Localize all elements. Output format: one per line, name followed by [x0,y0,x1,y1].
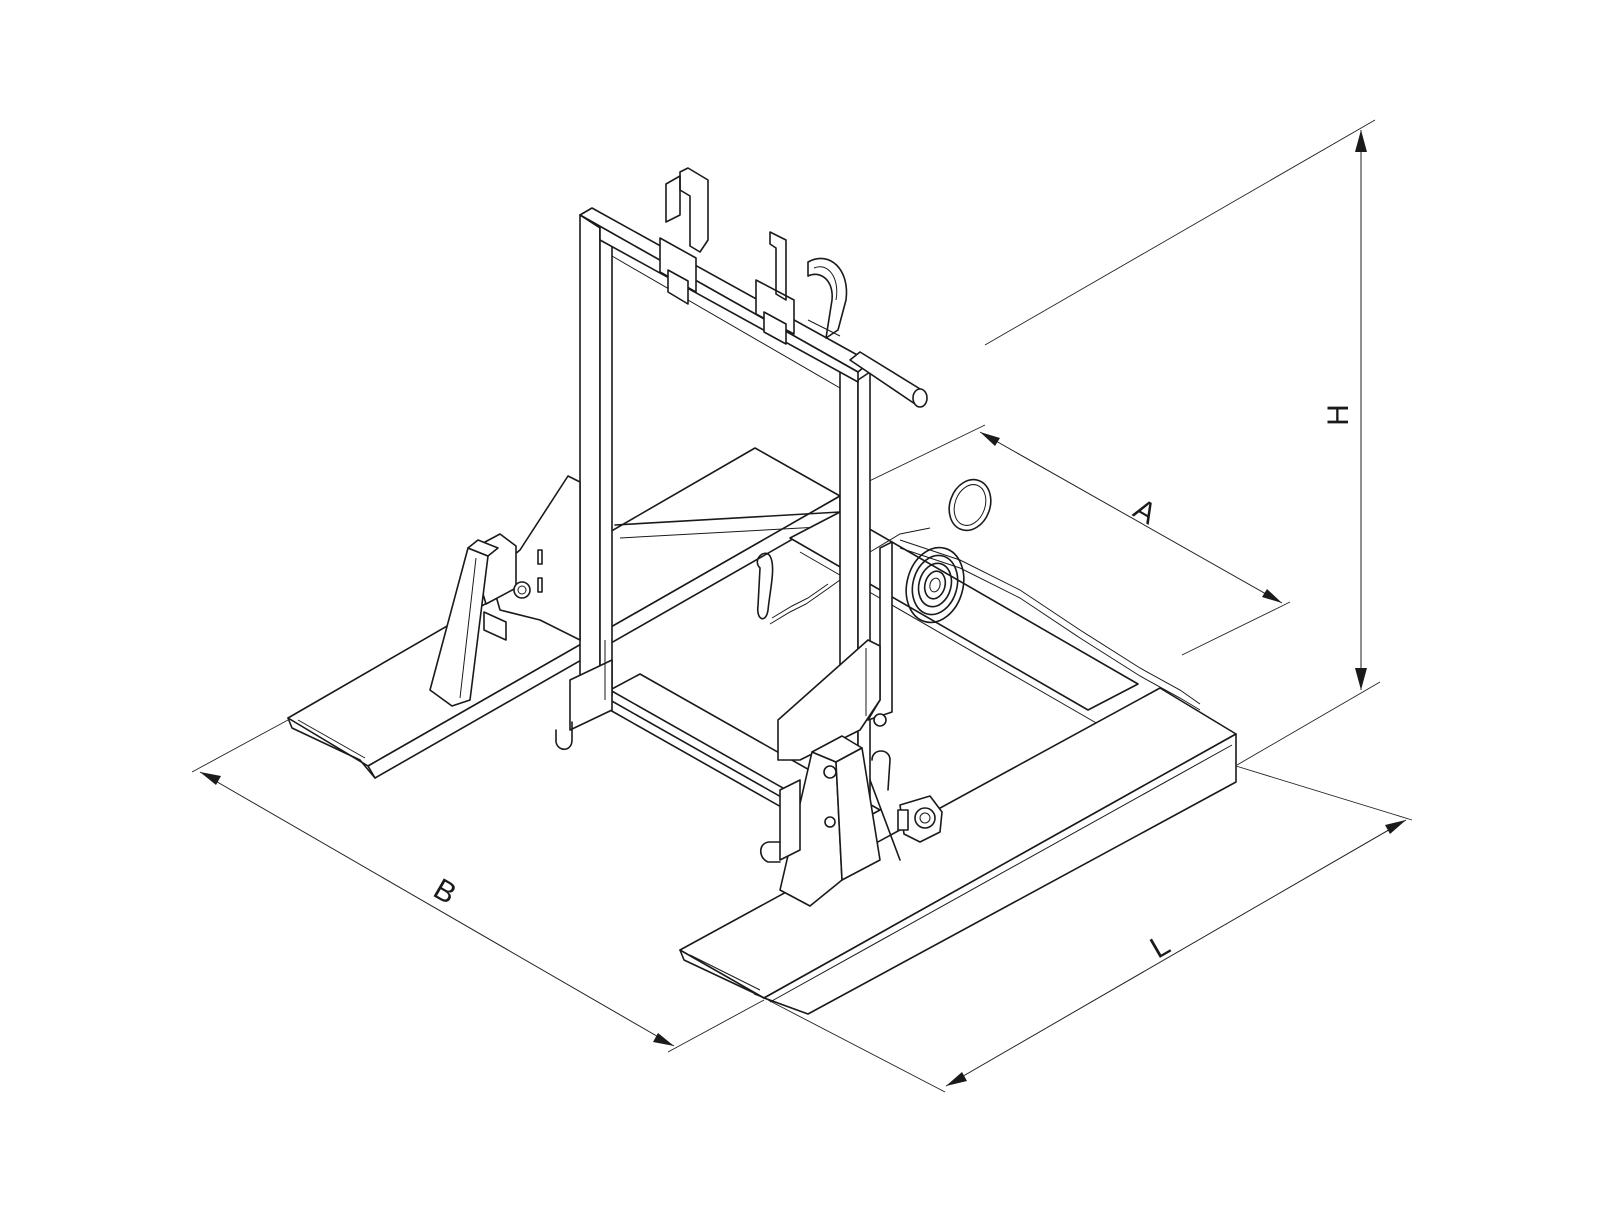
dimension-l-label: L [1145,928,1176,965]
dimension-l: L [767,765,1413,1093]
left-bracket [429,475,581,707]
handle-bar [849,351,928,408]
dimension-b: B [191,719,765,1053]
upright-frame [579,207,871,843]
right-bracket [777,541,943,907]
dimension-a-label: A [1128,492,1162,531]
chain-left [756,552,841,625]
dimension-b-label: B [428,872,462,911]
spring-reel [905,546,965,624]
dimension-h-label: H [1322,404,1355,426]
right-fork [679,687,1237,1015]
dimension-h: H [984,119,1381,766]
dimension-a: A [829,424,1291,656]
top-hooks [659,167,848,345]
lifting-ring [948,478,992,532]
right-lower-hook [759,779,801,863]
left-lower-hook [555,640,613,751]
